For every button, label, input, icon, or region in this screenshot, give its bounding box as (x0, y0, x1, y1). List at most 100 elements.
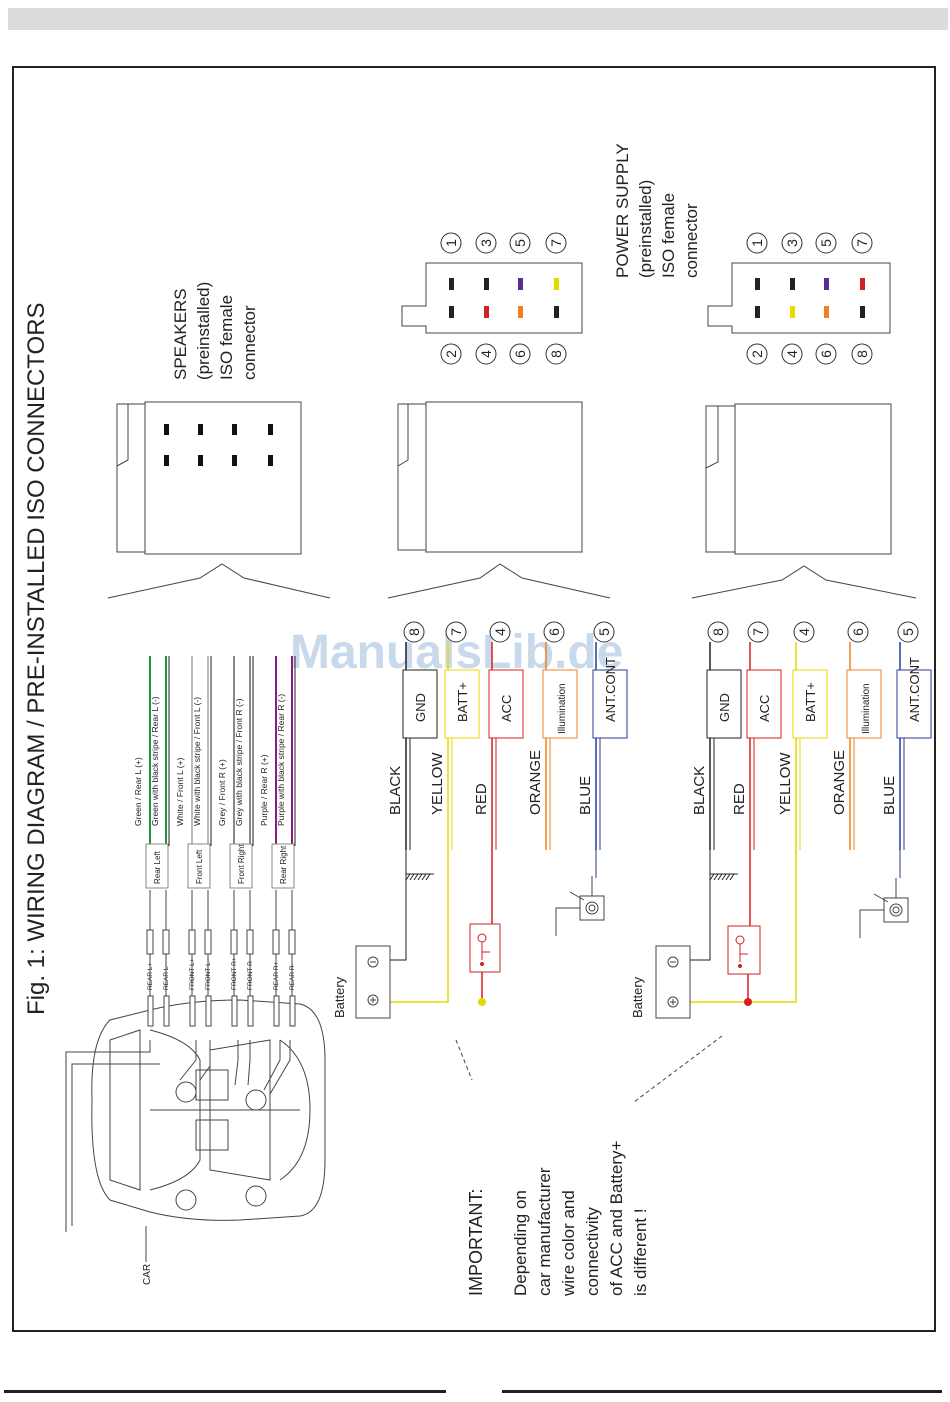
plug-terminal (146, 929, 154, 955)
car-topview-icon (91, 999, 326, 1221)
iso-pin (554, 278, 559, 290)
pin-number: 6 (546, 628, 562, 636)
pin-callout: 8 (707, 621, 729, 643)
plug-terminal (231, 995, 238, 1027)
plug-terminal (273, 995, 280, 1027)
power-label-line: (preinstalled) (636, 180, 655, 278)
speakers-iso-connector (107, 401, 331, 599)
iso-pin (790, 306, 795, 318)
speakers-label-line: (preinstalled) (194, 282, 213, 380)
wire-tag-label: Rear Left (153, 850, 162, 884)
function-label: GND (717, 693, 732, 722)
footer-rule-right (502, 1390, 942, 1393)
pin-callout: 2 (746, 343, 768, 365)
pin-number: 8 (548, 350, 564, 358)
pin-callout: 3 (475, 232, 497, 254)
function-label: ANT.CONT (907, 657, 922, 722)
function-box (896, 669, 932, 739)
terminal-label: REAR R- (289, 963, 296, 990)
pin-callout: 3 (781, 232, 803, 254)
wire-plus-label: White / Front L (+) (175, 757, 185, 826)
pin-callout: 5 (815, 232, 837, 254)
wire-color-label: YELLOW (777, 752, 794, 815)
power-routing (390, 850, 597, 1006)
power-label-line: POWER SUPPLY (613, 143, 632, 278)
terminal-label: FRONT L- (205, 960, 212, 990)
function-box (592, 669, 628, 739)
wire-tag (145, 843, 169, 889)
plug-terminal (272, 929, 280, 955)
pin-callout: 1 (746, 232, 768, 254)
wire-plus-label: Grey / Front R (+) (217, 759, 227, 826)
diagram-title: Fig. 1: WIRING DIAGRAM / PRE-INSTALLED I… (23, 302, 50, 1015)
speakers-label-line: connector (240, 305, 259, 380)
pin-callout: 4 (793, 621, 815, 643)
pin-callout: 8 (403, 621, 425, 643)
function-box (746, 669, 782, 739)
footer-rule-left (4, 1390, 446, 1393)
speakers-label-line: SPEAKERS (171, 288, 190, 380)
iso-pin (824, 278, 829, 290)
wire-tag (187, 843, 211, 889)
pin-callout: 6 (543, 621, 565, 643)
wire-minus-label: Green with black stripe / Rear L (-) (150, 696, 160, 826)
function-box (444, 669, 480, 739)
pin-number: 4 (784, 350, 800, 358)
plug-terminal (230, 929, 238, 955)
note-leader-bottom (633, 1035, 723, 1103)
function-label: ACC (757, 695, 772, 722)
function-box (792, 669, 828, 739)
pin-callout: 7 (851, 232, 873, 254)
pin-number: 6 (850, 628, 866, 636)
pin-number: 7 (448, 628, 464, 636)
wire-minus-label: Purple with black stripe / Rear R (-) (276, 694, 286, 826)
plug-terminal (162, 929, 170, 955)
wire-tag (271, 843, 295, 889)
function-box (706, 669, 742, 739)
power-routing (690, 850, 901, 1006)
speakers-connector-pins (164, 424, 273, 466)
important-line: car manufacturer (535, 1167, 554, 1296)
wire-tag (229, 843, 253, 889)
function-label: Illumination (557, 683, 568, 734)
iso-pin (484, 278, 489, 290)
terminal-label: FRONT R- (247, 959, 254, 990)
wire-color-label: RED (473, 783, 490, 815)
important-line: Depending on (511, 1190, 530, 1296)
function-box (846, 669, 882, 739)
wire-color-label: RED (731, 783, 748, 815)
battery-icon (655, 945, 691, 1019)
terminal-label: FRONT L+ (189, 958, 196, 990)
connector-back-bottom (691, 403, 917, 599)
plug-terminal (147, 995, 154, 1027)
wire-tag-label: Front Left (195, 849, 204, 884)
wire-tag-label: Front Right (237, 844, 246, 884)
wire-color-label: ORANGE (831, 750, 848, 815)
junction-dot (744, 998, 752, 1006)
power-label-line: connector (682, 203, 701, 278)
function-box (402, 669, 438, 739)
iso-pin (484, 306, 489, 318)
pin-callout: 5 (509, 232, 531, 254)
plug-terminal (163, 995, 170, 1027)
speaker-leads (65, 1040, 291, 1232)
wire-color-label: ORANGE (527, 750, 544, 815)
note-leader-top (455, 1039, 473, 1081)
plug-terminal (246, 929, 254, 955)
wire-color-label: BLUE (881, 776, 898, 815)
iso-pin (824, 306, 829, 318)
pin-number: 4 (796, 628, 812, 636)
speakers-label: SPEAKERS (preinstalled) ISO female conne… (171, 282, 259, 380)
terminal-label: REAR L+ (147, 963, 154, 990)
pin-number: 2 (443, 350, 459, 358)
pin-number: 6 (818, 350, 834, 358)
